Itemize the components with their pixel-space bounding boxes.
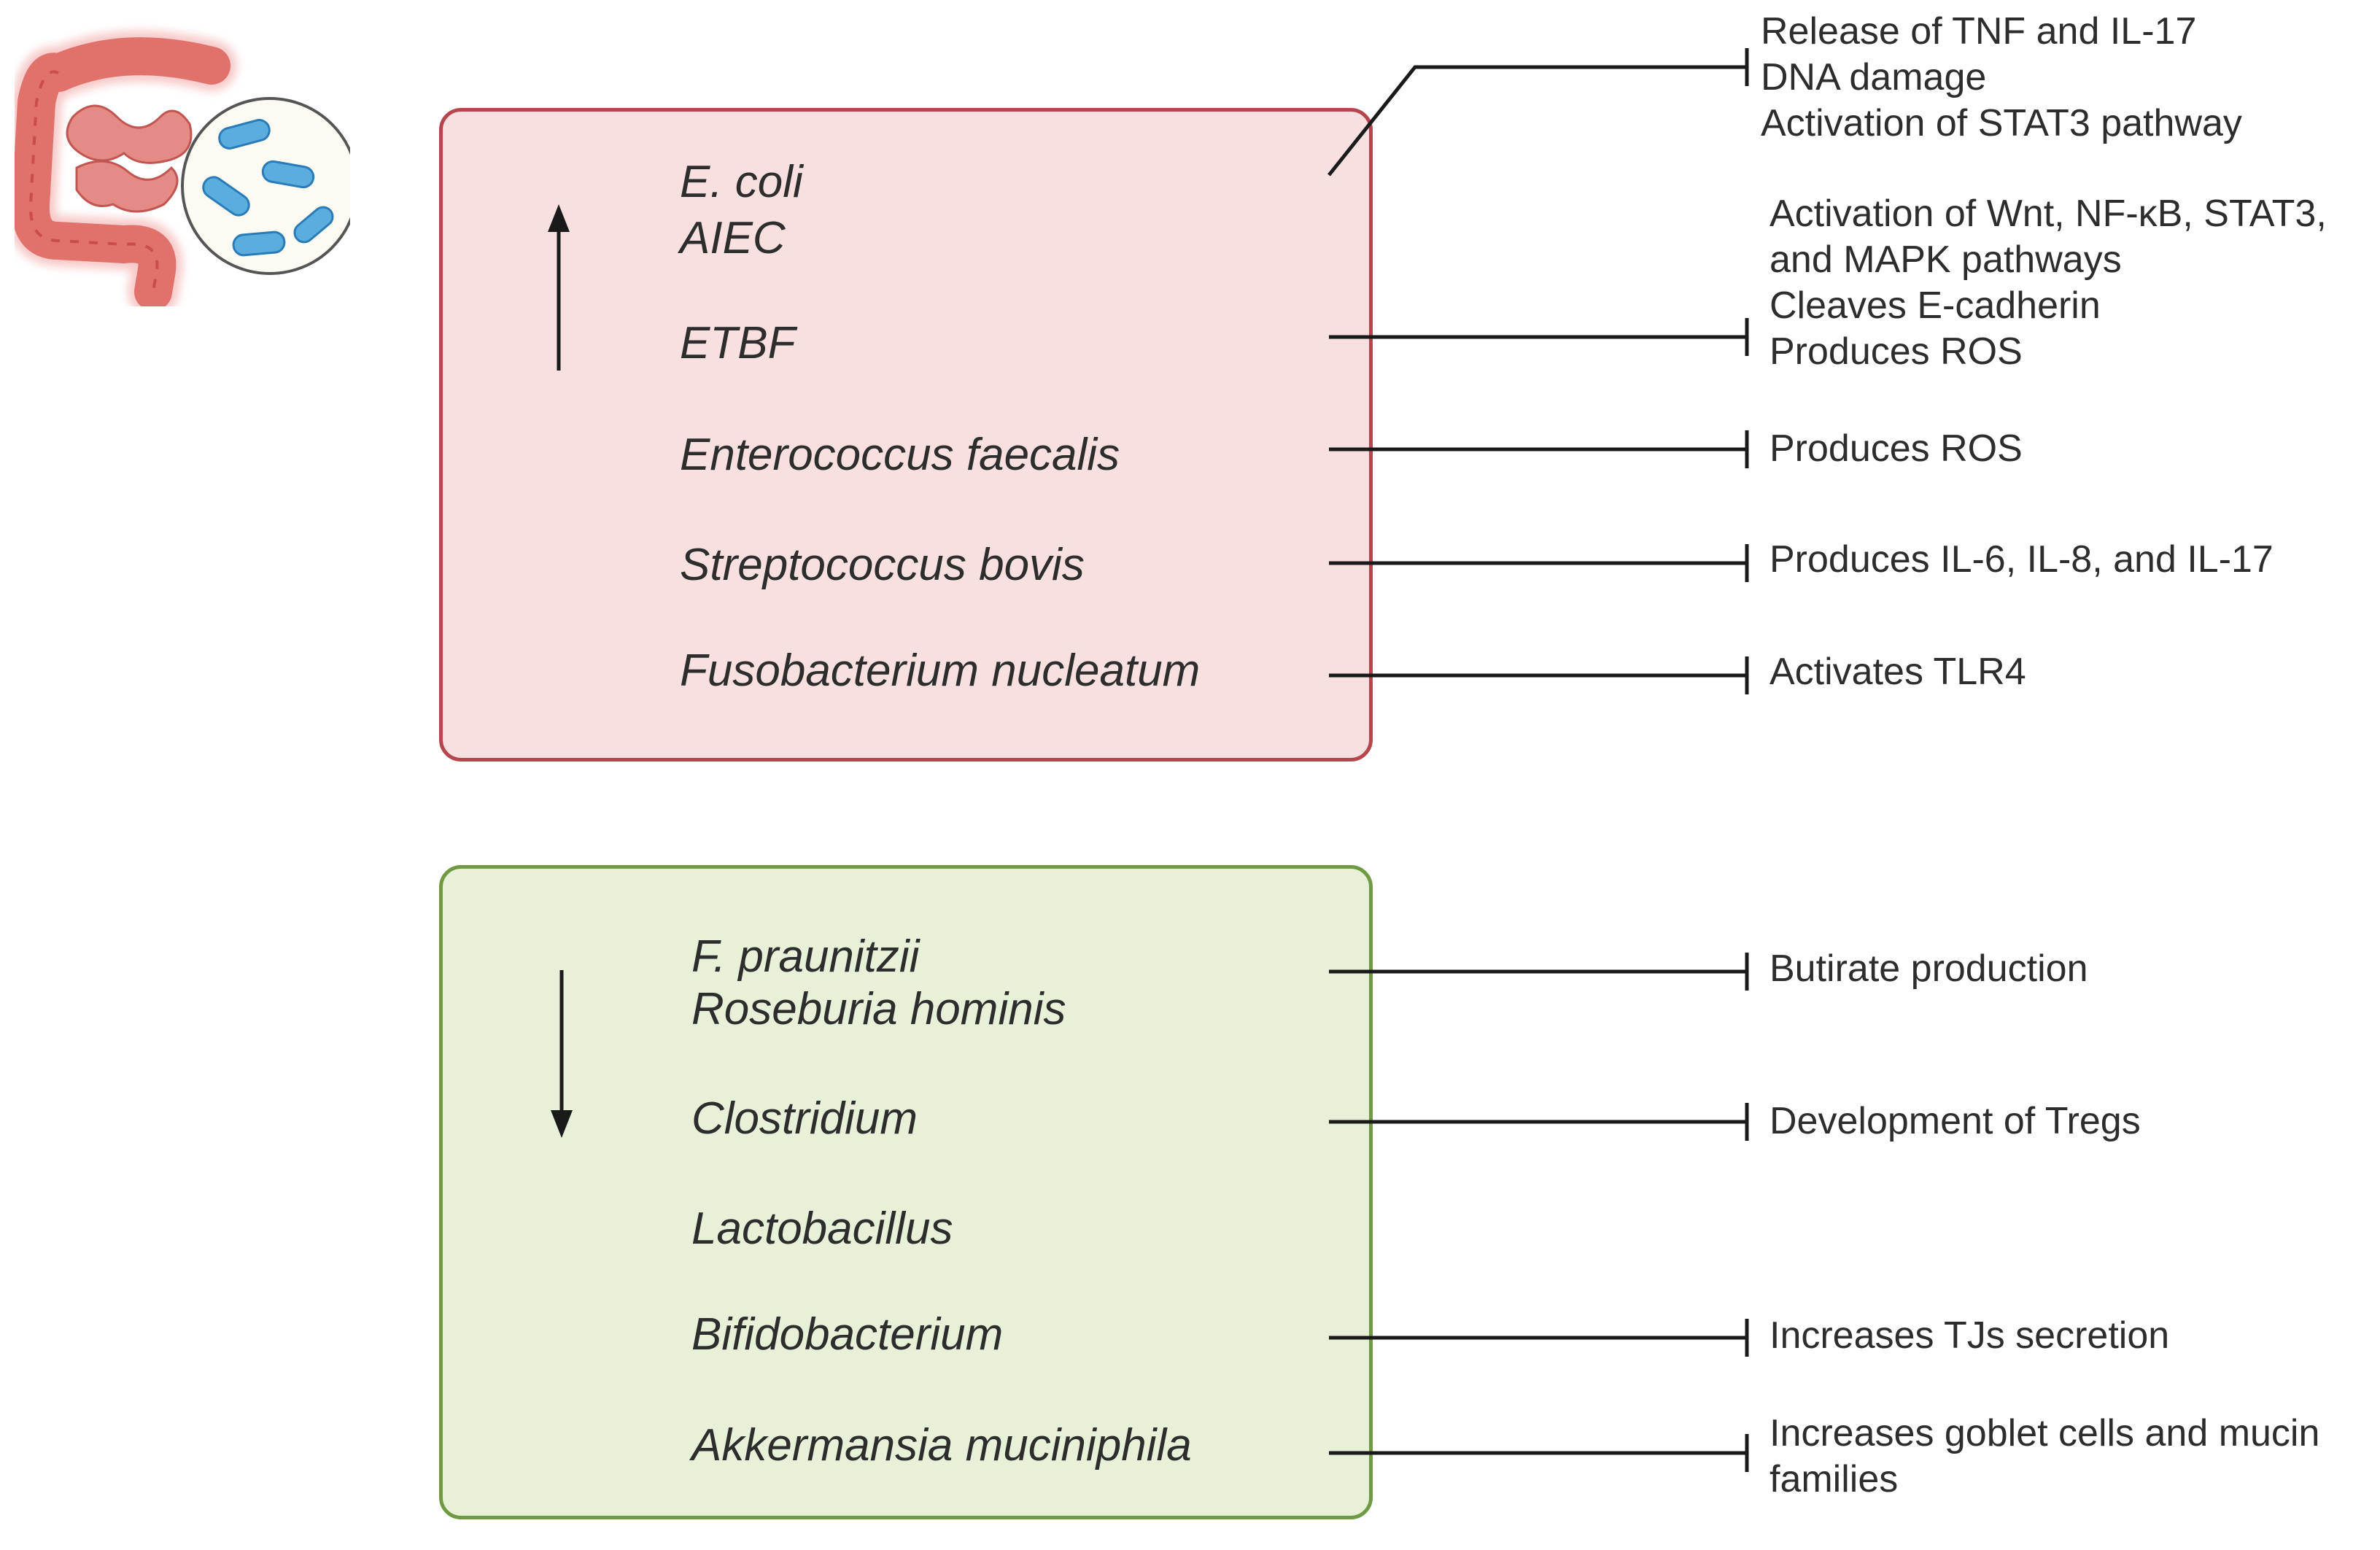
species-f-praunitzii: F. praunitzii [691, 931, 920, 982]
effect-families: families [1770, 1458, 1899, 1500]
increased-bacteria-box [439, 108, 1373, 762]
effect-cleaves-e-cadherin: Cleaves E-cadherin [1770, 284, 2101, 327]
species-aiec: AIEC [680, 213, 786, 263]
species-streptococcus-bovis: Streptococcus bovis [680, 540, 1085, 590]
effect-produces-ros: Produces ROS [1770, 427, 2023, 470]
species-enterococcus-faecalis: Enterococcus faecalis [680, 430, 1120, 480]
colon-with-bacteria-icon [15, 31, 350, 306]
effect-activates-tlr4: Activates TLR4 [1770, 651, 2026, 693]
effect-tnf-il17: Release of TNF and IL-17 [1761, 10, 2197, 53]
species-akkermansia-muciniphila: Akkermansia muciniphila [691, 1420, 1192, 1470]
decreased-bacteria-box [439, 865, 1373, 1519]
species-lactobacillus: Lactobacillus [691, 1204, 953, 1254]
effect-butirate-production: Butirate production [1770, 948, 2088, 990]
effect-dna-damage: DNA damage [1761, 56, 1987, 98]
effect-development-of-tregs: Development of Tregs [1770, 1100, 2141, 1142]
species-bifidobacterium: Bifidobacterium [691, 1309, 1004, 1360]
effect-increases-tjs-secretion: Increases TJs secretion [1770, 1314, 2170, 1357]
species-roseburia-hominis: Roseburia hominis [691, 984, 1066, 1034]
effect-mapk-pathways: and MAPK pathways [1770, 239, 2122, 281]
species-e-coli: E. coli [680, 157, 803, 207]
species-clostridium: Clostridium [691, 1093, 918, 1144]
effect-wnt-nfkb-stat3: Activation of Wnt, NF-κB, STAT3, [1770, 193, 2327, 235]
effect-stat3-activation: Activation of STAT3 pathway [1761, 102, 2242, 144]
species-etbf: ETBF [680, 318, 796, 368]
effect-produces-ros-etbf: Produces ROS [1770, 330, 2023, 373]
effect-produces-il6-il8-il17: Produces IL-6, IL-8, and IL-17 [1770, 538, 2274, 581]
effect-goblet-cells-mucin: Increases goblet cells and mucin [1770, 1412, 2320, 1454]
species-fusobacterium-nucleatum: Fusobacterium nucleatum [680, 646, 1201, 696]
